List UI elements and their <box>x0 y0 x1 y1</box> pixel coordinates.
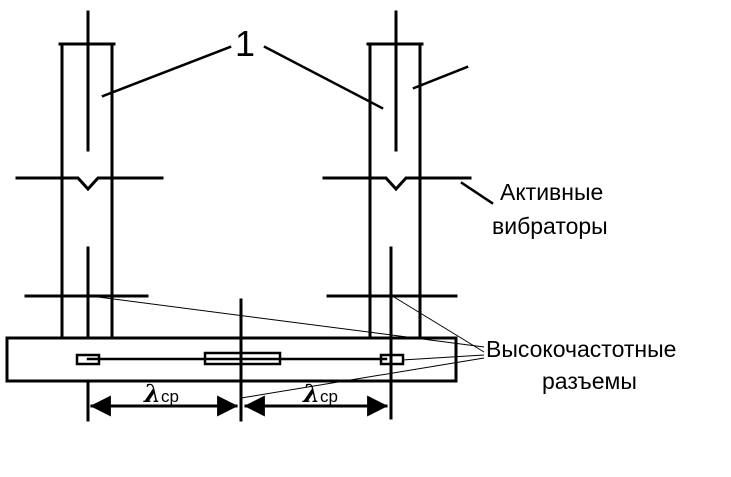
label-hf-line2: разъемы <box>542 368 637 394</box>
leader-1-right <box>263 45 384 110</box>
callout-1: 1 <box>235 23 255 64</box>
right-mast <box>366 10 424 420</box>
dimension-label-right: λ ср <box>302 379 338 408</box>
left-active-vibrator <box>15 176 164 192</box>
left-connector <box>75 353 101 366</box>
leader-1-left <box>101 45 232 98</box>
left-mast <box>58 10 116 340</box>
label-active-line2: вибраторы <box>492 213 608 239</box>
lambda-symbol-right: λ <box>302 379 320 408</box>
lambda-symbol-left: λ <box>143 379 161 408</box>
right-active-vibrator <box>322 176 472 192</box>
leaders-hf <box>97 296 485 399</box>
leader-1-extra <box>412 65 469 90</box>
label-active-line1: Активные <box>500 179 603 205</box>
lambda-subscript-left: ср <box>161 387 179 406</box>
dimension-label-left: λ ср <box>143 379 179 408</box>
label-hf-line1: Высокочастотные <box>486 336 676 362</box>
feed-base-box <box>5 336 458 383</box>
leader-active <box>460 181 494 205</box>
lambda-subscript-right: ср <box>320 387 338 406</box>
